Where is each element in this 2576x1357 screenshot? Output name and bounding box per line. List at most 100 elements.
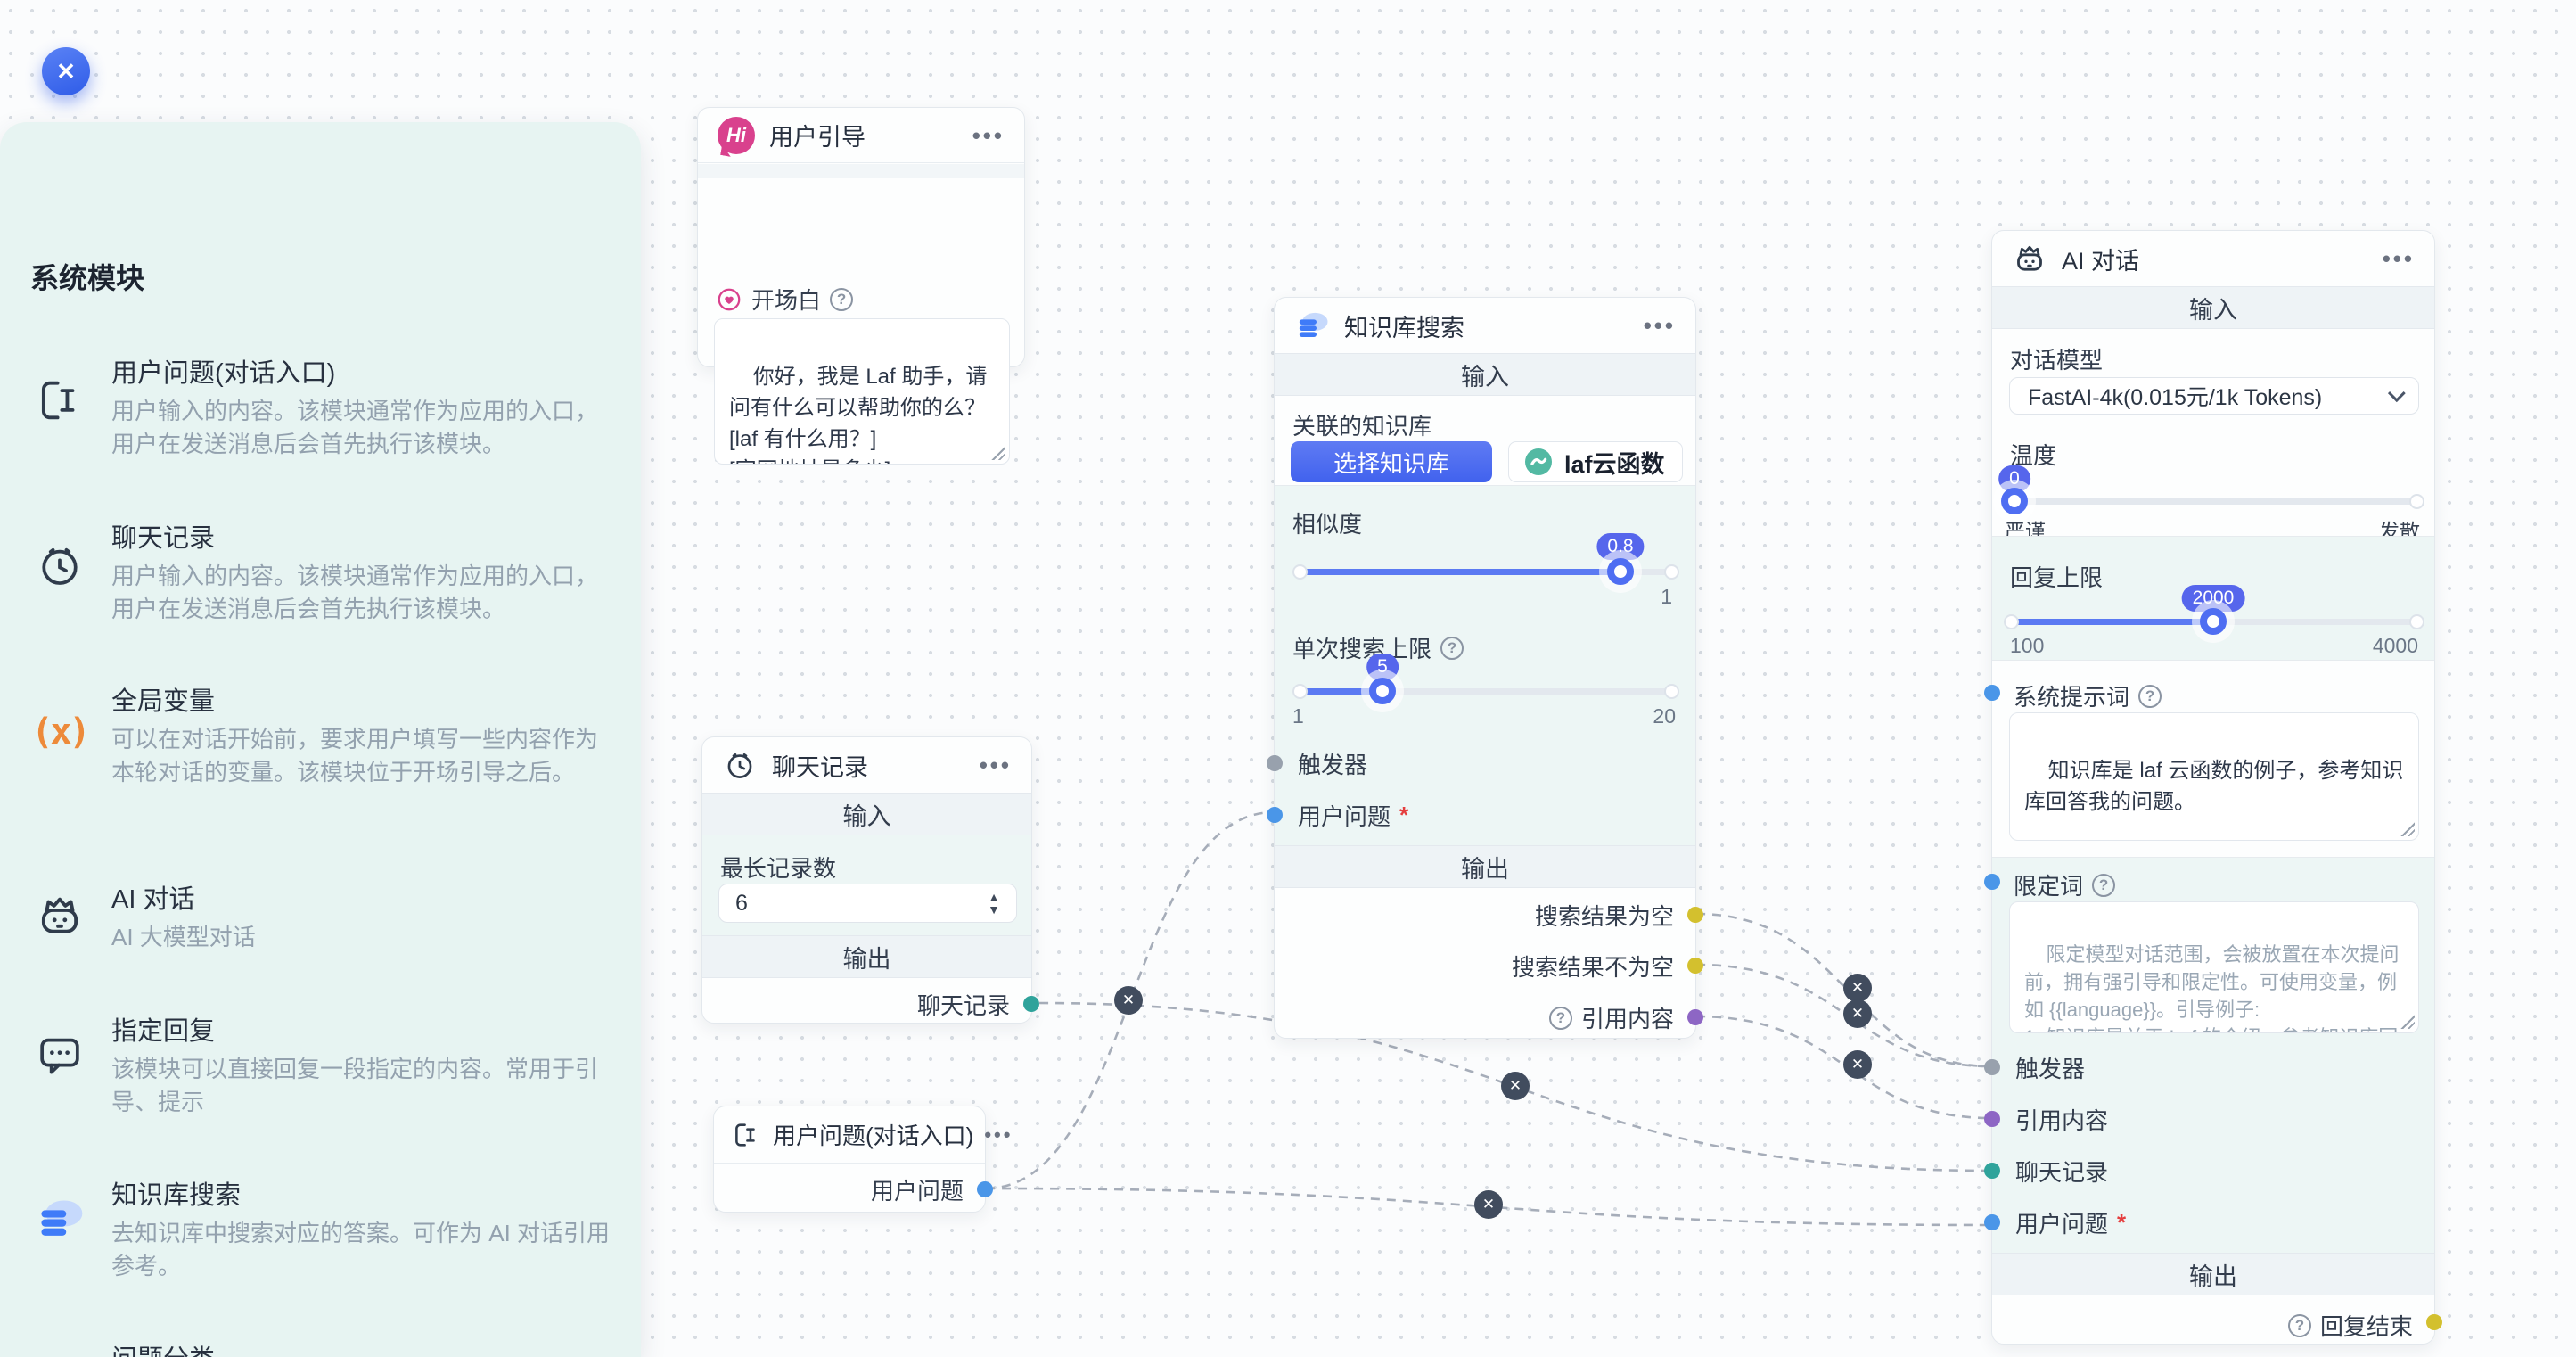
input-band: 输入 <box>1992 286 2434 329</box>
dataset-chip-button[interactable]: laf云函数 <box>1508 441 1683 482</box>
kb-search-icon <box>31 1190 88 1247</box>
resize-grip-icon[interactable] <box>991 446 1005 460</box>
delete-edge-button[interactable]: ✕ <box>1843 999 1872 1028</box>
text-cursor-icon <box>31 372 88 429</box>
source-handle-chat-history[interactable] <box>1023 996 1039 1012</box>
system-modules-panel: 系统模块 用户问题(对话入口) 用户输入的内容。该模块通常作为应用的入口，用户在… <box>0 122 641 1357</box>
heart-bubble-icon <box>716 286 742 313</box>
search-limit-max: 20 <box>1653 704 1676 728</box>
input-trigger-label: 触发器 <box>2015 1056 2086 1082</box>
target-handle-question[interactable] <box>1984 1214 2000 1230</box>
limit-prompt-textarea[interactable]: 限定模型对话范围，会被放置在本次提问前，拥有强引导和限定性。可使用变量，例如 {… <box>2009 901 2419 1033</box>
laf-logo-icon <box>1525 448 1552 475</box>
temperature-slider[interactable] <box>2001 488 2424 514</box>
resize-grip-icon[interactable] <box>2400 1015 2415 1029</box>
source-handle-finish[interactable] <box>2426 1314 2442 1330</box>
output-band: 输出 <box>702 935 1031 978</box>
node-user-guide[interactable]: Hi 用户引导 ••• 开场白 ? 你好，我是 Laf 助手，请问有什么可以帮助… <box>697 107 1025 465</box>
sidebar-item-title: 聊天记录 <box>111 524 216 553</box>
delete-edge-button[interactable]: ✕ <box>1114 986 1143 1015</box>
delete-edge-button[interactable]: ✕ <box>1843 1050 1872 1079</box>
max-token-slider-handle[interactable] <box>2200 608 2227 635</box>
input-history-label: 聊天记录 <box>2015 1159 2109 1186</box>
chevron-down-icon <box>2387 384 2406 403</box>
delete-edge-button[interactable]: ✕ <box>1474 1190 1503 1219</box>
close-panel-button[interactable]: ✕ <box>42 47 90 95</box>
node-chat-history[interactable]: 聊天记录 ••• 输入 最长记录数 6 ▲▼ 输出 聊天记录 <box>701 736 1039 1024</box>
sidebar-item-classify[interactable]: 问题分类 可以判断用户问题属于哪方面问题，从而执行不同的操作。 <box>31 1342 614 1357</box>
target-handle-history[interactable] <box>1984 1163 2000 1179</box>
max-token-min-label: 100 <box>2010 634 2045 657</box>
max-token-max-label: 4000 <box>2372 634 2418 657</box>
sidebar-item-desc: 去知识库中搜索对应的答案。可作为 AI 对话引用参考。 <box>111 1220 611 1279</box>
source-handle-not-empty[interactable] <box>1687 958 1703 974</box>
select-dataset-button[interactable]: 选择知识库 <box>1291 441 1492 482</box>
variable-icon: (x) <box>31 711 90 753</box>
robot-icon <box>31 887 88 944</box>
node-title: 用户问题(对话入口) <box>773 1123 974 1149</box>
output-band: 输出 <box>1992 1253 2434 1295</box>
sidebar-item-variables[interactable]: (x) 全局变量 可以在对话开始前，要求用户填写一些内容作为本轮对话的变量。该模… <box>31 684 614 789</box>
target-handle-user-question[interactable] <box>1267 807 1283 823</box>
search-limit-slider[interactable] <box>1292 678 1679 704</box>
node-menu-button[interactable]: ••• <box>972 121 1005 149</box>
delete-edge-button[interactable]: ✕ <box>1843 974 1872 1002</box>
sidebar-item-kb-search[interactable]: 知识库搜索 去知识库中搜索对应的答案。可作为 AI 对话引用参考。 <box>31 1178 614 1283</box>
limit-prompt-label: 限定词 ? <box>2014 868 2116 901</box>
max-token-slider[interactable] <box>2004 608 2424 635</box>
sidebar-item-title: 用户问题(对话入口) <box>111 359 336 388</box>
sidebar-item-title: 问题分类 <box>111 1342 614 1357</box>
max-records-input[interactable]: 6 ▲▼ <box>718 884 1017 923</box>
help-icon: ? <box>1440 636 1464 660</box>
source-handle-empty[interactable] <box>1687 907 1703 923</box>
sidebar-item-chat-history[interactable]: 聊天记录 用户输入的内容。该模块通常作为应用的入口，用户在发送消息后会首先执行该… <box>31 521 614 626</box>
sidebar-item-title: 全局变量 <box>111 687 216 716</box>
similarity-slider-handle[interactable] <box>1607 558 1634 585</box>
welcome-textarea[interactable]: 你好，我是 Laf 助手，请问有什么可以帮助你的么？ [laf 有什么用？] [… <box>714 318 1010 465</box>
model-select[interactable]: FastAI-4k(0.015元/1k Tokens) <box>2009 377 2419 415</box>
number-stepper[interactable]: ▲▼ <box>988 891 1000 916</box>
similarity-slider[interactable] <box>1292 558 1679 585</box>
source-handle-user-question[interactable] <box>977 1181 993 1197</box>
target-handle-trigger[interactable] <box>1984 1059 2000 1075</box>
max-records-label: 最长记录数 <box>720 855 837 882</box>
search-limit-slider-handle[interactable] <box>1369 678 1396 704</box>
sidebar-item-user-question[interactable]: 用户问题(对话入口) 用户输入的内容。该模块通常作为应用的入口，用户在发送消息后… <box>31 356 614 461</box>
sidebar-item-desc: AI 大模型对话 <box>111 924 256 950</box>
help-icon: ? <box>2287 1313 2311 1337</box>
system-prompt-textarea[interactable]: 知识库是 laf 云函数的例子，参考知识库回答我的问题。 <box>2009 712 2419 841</box>
help-icon: ? <box>1548 1006 1572 1030</box>
node-title: AI 对话 <box>2062 247 2140 275</box>
node-user-question[interactable]: 用户问题(对话入口) ••• 用户问题 <box>713 1106 1010 1213</box>
source-handle-quote[interactable] <box>1687 1009 1703 1025</box>
target-handle-quote[interactable] <box>1984 1111 2000 1127</box>
input-band: 输入 <box>1275 353 1695 396</box>
input-trigger-label: 触发器 <box>1298 752 1368 778</box>
target-handle-trigger[interactable] <box>1267 755 1283 771</box>
output-not-empty-label: 搜索结果不为空 <box>1511 954 1674 981</box>
node-menu-button[interactable]: ••• <box>979 752 1012 778</box>
similarity-label: 相似度 <box>1292 511 1363 538</box>
node-menu-button[interactable]: ••• <box>1643 312 1676 339</box>
temperature-slider-handle[interactable] <box>2001 488 2028 514</box>
output-quote-label: ? 引用内容 <box>1548 1001 1674 1034</box>
max-token-label: 回复上限 <box>2010 564 2104 591</box>
search-limit-label: 单次搜索上限 ? <box>1292 631 1464 664</box>
history-clock-icon <box>722 747 758 783</box>
node-menu-button[interactable]: ••• <box>2382 245 2415 272</box>
delete-edge-button[interactable]: ✕ <box>1501 1072 1530 1100</box>
search-limit-min: 1 <box>1292 704 1304 728</box>
sidebar-item-title: 指定回复 <box>111 1017 216 1046</box>
dataset-label: 关联的知识库 <box>1292 413 1432 440</box>
sidebar-item-desc: 用户输入的内容。该模块通常作为应用的入口，用户在发送消息后会首先执行该模块。 <box>111 398 599 457</box>
target-handle-system-prompt[interactable] <box>1984 685 2000 701</box>
resize-grip-icon[interactable] <box>2400 822 2415 836</box>
model-label: 对话模型 <box>2010 347 2104 374</box>
node-kb-search[interactable]: 知识库搜索 ••• 输入 关联的知识库 选择知识库 laf云函数 相似度 0.8… <box>1267 297 1703 1039</box>
node-menu-button[interactable]: ••• <box>984 1123 1013 1146</box>
node-ai-chat[interactable]: AI 对话 ••• 输入 对话模型 FastAI-4k(0.015元/1k To… <box>1984 230 2442 1345</box>
sidebar-item-reply[interactable]: 指定回复 该模块可以直接回复一段指定的内容。常用于引导、提示 <box>31 1014 614 1119</box>
sidebar-item-ai-chat[interactable]: AI 对话 AI 大模型对话 <box>31 882 614 954</box>
target-handle-limit-prompt[interactable] <box>1984 874 2000 890</box>
